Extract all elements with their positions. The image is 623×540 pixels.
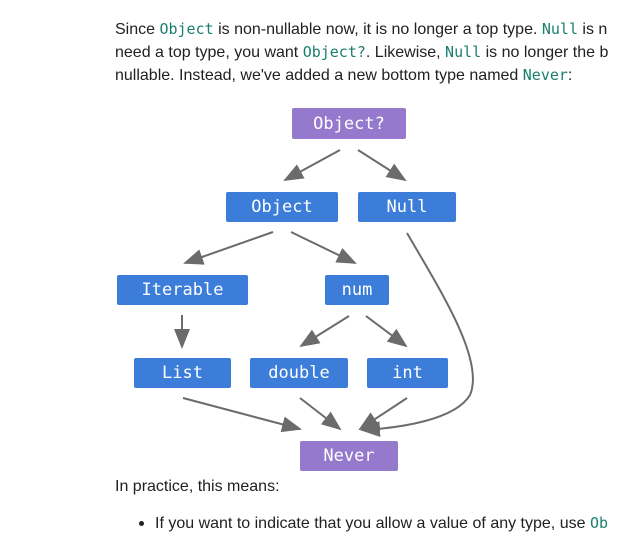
paragraph-line-3: nullable. Instead, we've added a new bot… <box>115 64 572 87</box>
text: If you want to indicate that you allow a… <box>155 515 590 532</box>
node-never: Never <box>300 441 398 471</box>
bullet-dot <box>139 521 144 526</box>
node-null: Null <box>358 192 456 222</box>
node-int: int <box>367 358 448 388</box>
node-num: num <box>325 275 389 305</box>
node-double: double <box>250 358 348 388</box>
arrow-objectq-object <box>283 149 341 181</box>
paragraph-line-2: need a top type, you want Object?. Likew… <box>115 41 608 64</box>
arrow-num-int <box>365 315 408 348</box>
text: need a top type, you want <box>115 44 303 61</box>
code-object: Ob <box>589 514 608 532</box>
node-object-nullable: Object? <box>292 108 406 139</box>
text: is n <box>577 21 608 38</box>
arrow-object-num <box>290 231 357 264</box>
text: Since <box>115 21 160 38</box>
code-null: Null <box>445 43 482 61</box>
bullet-item: If you want to indicate that you allow a… <box>155 514 608 533</box>
text: is no longer the b <box>481 44 609 61</box>
arrow-int-never <box>358 397 408 431</box>
arrow-null-never <box>360 232 474 438</box>
paragraph-line-1: Since Object is non-nullable now, it is … <box>115 18 607 41</box>
node-iterable: Iterable <box>117 275 248 305</box>
practice-text: In practice, this means: <box>115 478 280 495</box>
arrow-objectq-null <box>357 149 407 182</box>
text: nullable. Instead, we've added a new bot… <box>115 67 523 84</box>
code-never: Never <box>522 66 568 84</box>
code-object-nullable: Object? <box>302 43 366 61</box>
arrow-double-never <box>299 397 342 431</box>
text: . Likewise, <box>365 44 446 61</box>
arrow-num-double <box>299 315 350 348</box>
arrow-list-never <box>182 397 302 433</box>
arrow-object-iterable <box>183 231 274 265</box>
node-list: List <box>134 358 231 388</box>
code-object: Object <box>159 20 214 38</box>
text: : <box>567 67 573 84</box>
text: is non-nullable now, it is no longer a t… <box>213 21 542 38</box>
code-null: Null <box>541 20 578 38</box>
node-object: Object <box>226 192 338 222</box>
